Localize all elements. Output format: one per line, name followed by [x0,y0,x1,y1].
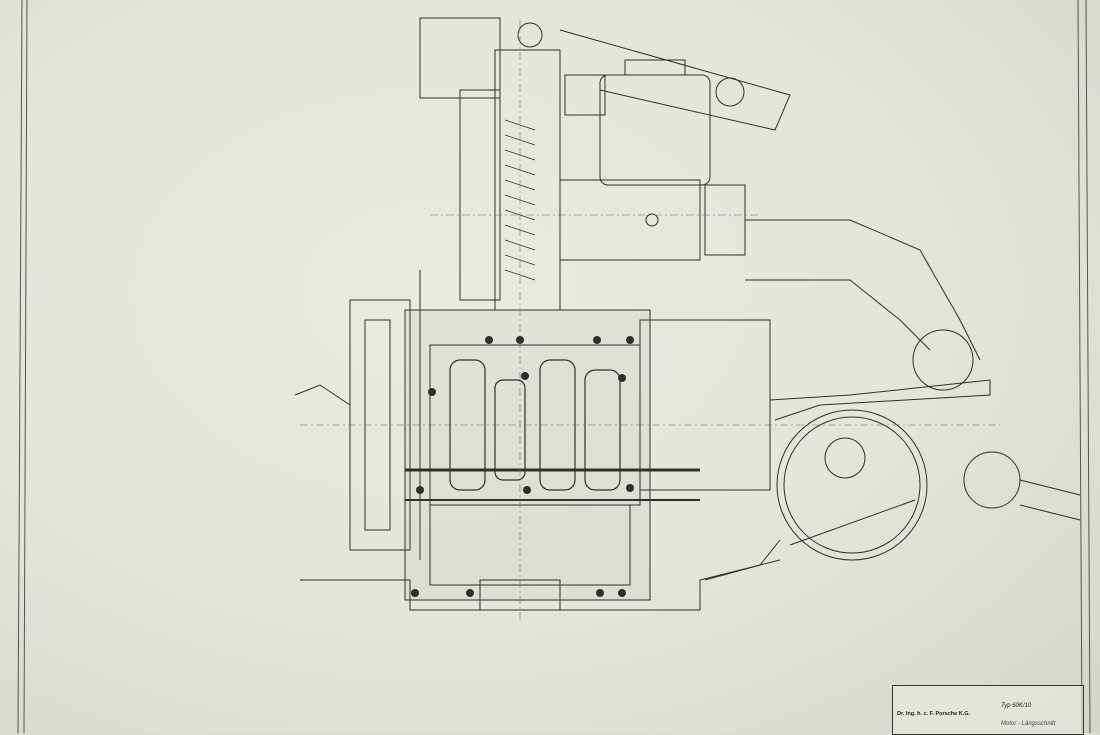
crankcase [404,309,771,601]
exhaust-pipes [704,329,1081,581]
generator [559,179,981,361]
cooling-fan-housing [419,17,791,311]
muffler [776,409,928,561]
oil-tank [564,59,711,186]
sheet-border [17,0,1091,733]
title-block: Dr. Ing. h. c. F. Porsche K.G. Typ 60K/1… [892,685,1084,735]
drawing-title: Motor - Längsschnitt [1001,721,1056,727]
flywheel-clutch [294,270,421,560]
bolts [411,336,634,597]
manufacturer-label: Dr. Ing. h. c. F. Porsche K.G. [897,711,971,717]
centerlines [300,20,1000,620]
type-number: Typ 60K/10 [1001,703,1032,709]
